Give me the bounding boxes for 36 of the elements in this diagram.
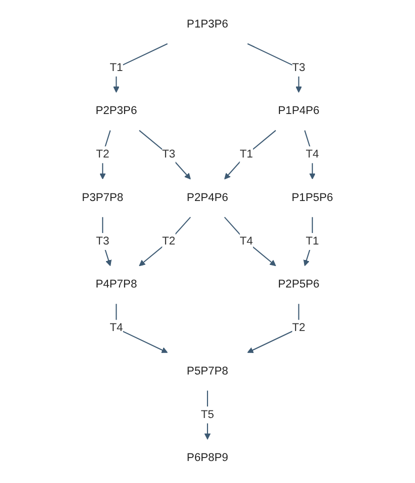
arrow: [247, 304, 300, 353]
edge-label: T1: [306, 235, 319, 248]
arrow: [303, 217, 313, 266]
edge-label: T4: [240, 235, 253, 248]
edge-label: T5: [200, 408, 214, 421]
node-text: P4P7P8: [96, 278, 137, 291]
arrow: [116, 304, 168, 353]
node-text: P5P7P8: [186, 365, 228, 378]
arrow: [304, 130, 316, 180]
edge-label: T3: [96, 235, 110, 248]
node-text: P1P5P6: [292, 192, 334, 204]
arrow: [247, 43, 302, 93]
edge-label: T2: [292, 322, 306, 334]
edge-label: T2: [162, 235, 176, 248]
node-text: P2P5P6: [278, 278, 320, 291]
edge-label: T2: [96, 148, 110, 160]
node-text: P6P8P9: [186, 452, 228, 464]
arrow: [139, 216, 191, 266]
edge-label: T4: [306, 148, 319, 160]
node-text: P3P7P8: [82, 192, 124, 204]
node-text: P2P4P6: [186, 192, 228, 204]
node-text: P1P3P6: [186, 18, 228, 30]
edge-label: T4: [110, 322, 123, 334]
node-text: P1P4P6: [278, 105, 320, 118]
arrow: [204, 390, 211, 440]
arrow: [102, 217, 112, 266]
node-text: P2P3P6: [96, 105, 137, 118]
arrow: [113, 43, 168, 93]
edge-label: T3: [292, 62, 306, 74]
arrow: [138, 130, 191, 180]
arrow: [224, 216, 276, 266]
edge-label: T1: [110, 62, 123, 74]
arrow: [100, 130, 111, 180]
edge-label: T3: [162, 148, 176, 160]
arrow: [224, 130, 276, 180]
edge-label: T1: [240, 148, 253, 160]
